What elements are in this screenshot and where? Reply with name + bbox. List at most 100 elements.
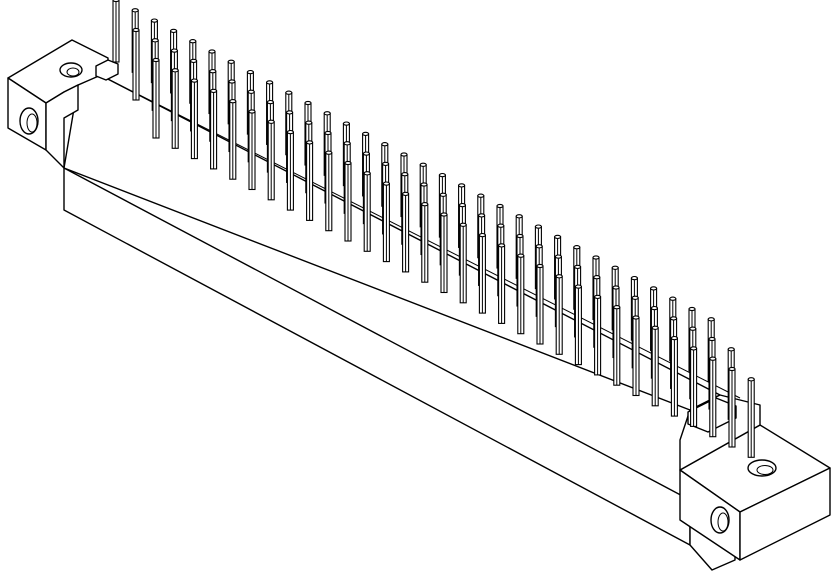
pin xyxy=(325,150,333,232)
pin xyxy=(555,274,563,355)
pin-tip xyxy=(498,243,506,248)
pin-tip xyxy=(516,233,524,239)
left-key-block xyxy=(95,59,119,81)
pin xyxy=(210,88,218,170)
pin-array xyxy=(112,0,755,458)
pin xyxy=(536,263,544,345)
pin xyxy=(517,253,525,335)
pin-tip xyxy=(152,57,160,63)
pin-tip xyxy=(362,131,370,137)
pin-tip xyxy=(400,152,408,157)
pin-tip xyxy=(727,347,735,352)
pin-tip xyxy=(285,90,293,95)
pin-tip xyxy=(554,234,562,240)
pin-tip xyxy=(611,265,619,270)
pin-tip xyxy=(286,129,294,135)
pin-tip xyxy=(554,254,562,259)
pin-tip xyxy=(190,78,198,83)
pin-tip xyxy=(534,224,542,229)
pin-tip xyxy=(210,88,218,94)
pin-tip xyxy=(573,245,581,250)
pin-tip xyxy=(631,295,639,300)
pin xyxy=(132,27,140,101)
pin-tip xyxy=(189,39,197,44)
pin xyxy=(286,129,294,211)
pin-tip xyxy=(227,59,235,64)
pin-tip xyxy=(419,162,427,167)
pin-tip xyxy=(151,38,159,43)
pin-tip xyxy=(707,317,715,322)
pin-tip xyxy=(708,336,716,342)
pin-tip xyxy=(535,244,543,249)
pin xyxy=(112,0,120,63)
pin-tip xyxy=(401,172,409,177)
left-mount-hole-front-inner xyxy=(26,113,38,133)
pin-tip xyxy=(670,335,678,341)
pin-tip xyxy=(362,151,370,156)
pin xyxy=(267,119,275,201)
pin xyxy=(152,57,160,139)
pin-tip xyxy=(170,28,178,34)
pin-tip xyxy=(306,140,314,145)
pin-tip xyxy=(208,49,216,54)
pin-tip xyxy=(594,294,602,300)
right-mount-hole-top xyxy=(747,459,777,477)
left-mount-hole-top xyxy=(59,62,83,78)
pin-tip xyxy=(209,69,217,74)
pin-tip xyxy=(229,99,237,104)
pin-tip xyxy=(536,263,544,269)
pin-tip xyxy=(613,305,621,310)
pin-tip xyxy=(286,110,294,115)
pin xyxy=(670,335,678,417)
left-mounting-flange xyxy=(7,39,119,169)
pin xyxy=(363,171,371,252)
pin-tip xyxy=(382,181,390,186)
pin-tip xyxy=(515,214,523,219)
pin-tip xyxy=(650,286,658,291)
pin xyxy=(421,202,429,283)
pin-tip xyxy=(266,80,274,85)
pin-tip xyxy=(266,99,274,105)
pin-tip xyxy=(344,160,352,166)
pin-tip xyxy=(363,171,371,176)
pin-tip xyxy=(112,0,120,3)
pin-tip xyxy=(592,255,600,260)
pin xyxy=(709,356,717,438)
right-mounting-flange xyxy=(679,394,831,561)
pin-tip xyxy=(555,274,563,279)
pin xyxy=(402,191,410,273)
pin-tip xyxy=(382,161,390,167)
pin-tip xyxy=(402,191,410,197)
pin xyxy=(440,212,448,294)
pin-tip xyxy=(477,193,485,198)
pin-tip xyxy=(458,183,466,188)
pin xyxy=(498,243,506,324)
pin-tip xyxy=(458,202,466,208)
pin-tip xyxy=(574,264,582,270)
pin-tip xyxy=(709,356,717,361)
pin-tip xyxy=(132,27,140,33)
pin-tip xyxy=(421,202,429,207)
pin-tip xyxy=(439,192,447,197)
pin xyxy=(747,377,755,458)
pin-tip xyxy=(651,325,659,330)
pin-tip xyxy=(612,285,620,290)
pin xyxy=(459,222,467,304)
pin xyxy=(382,181,390,263)
pin xyxy=(651,325,659,407)
pin-tip xyxy=(343,141,351,146)
pin-tip xyxy=(478,232,486,238)
pin-tip xyxy=(440,212,448,217)
pin-tip xyxy=(246,69,254,75)
pin xyxy=(306,140,314,221)
pin-tip xyxy=(381,142,389,147)
pin-tip xyxy=(574,284,582,289)
pin-tip xyxy=(247,89,255,94)
pin-tip xyxy=(593,275,601,280)
pin-tip xyxy=(305,120,313,125)
pin xyxy=(344,160,352,242)
pin-tip xyxy=(190,58,198,64)
pin xyxy=(728,366,736,448)
pin-tip xyxy=(324,130,332,136)
